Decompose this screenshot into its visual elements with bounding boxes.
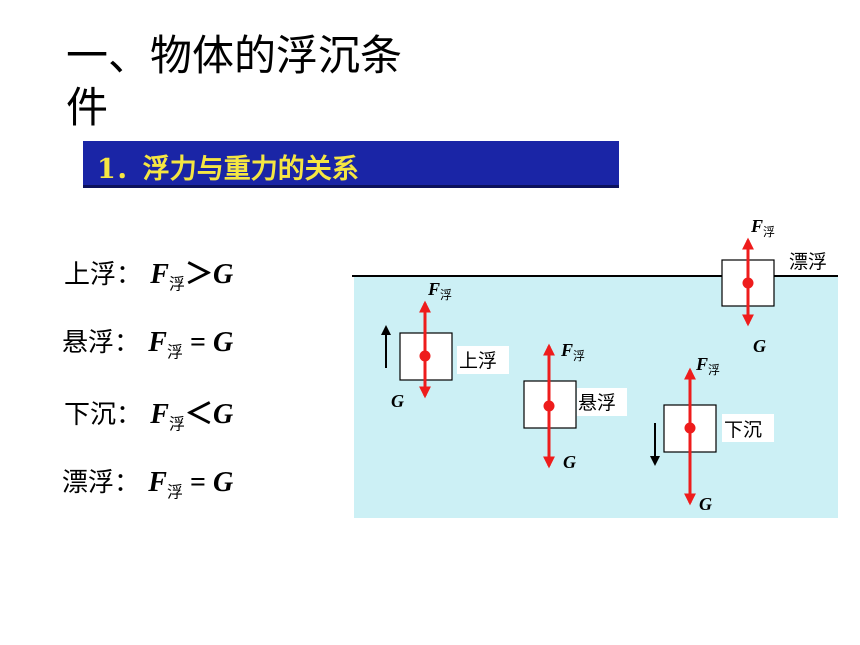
gravity-label: G bbox=[699, 494, 712, 514]
condition-relation: F浮＞G bbox=[150, 259, 234, 294]
center-dot bbox=[543, 400, 555, 412]
block-float: F浮 G 漂浮 bbox=[721, 216, 839, 356]
buoyancy-label: F浮 bbox=[560, 340, 585, 363]
condition-relation: F浮 = G bbox=[148, 327, 234, 362]
page-title: 一、物体的浮沉条件 bbox=[66, 31, 403, 132]
condition-label: 上浮： bbox=[64, 260, 143, 290]
condition-relation: F浮 = G bbox=[148, 467, 234, 502]
condition-float: 漂浮： F浮 = G bbox=[62, 462, 233, 503]
block-suspend: F浮 G 悬浮 bbox=[523, 340, 627, 472]
condition-rise: 上浮： F浮＞G bbox=[64, 252, 233, 295]
buoyancy-label: F浮 bbox=[695, 354, 720, 377]
condition-label: 下沉： bbox=[64, 400, 143, 430]
center-dot bbox=[742, 277, 754, 289]
condition-relation: F浮＜G bbox=[150, 399, 234, 434]
condition-label: 悬浮： bbox=[62, 328, 141, 358]
block-rise: F浮 G 上浮 bbox=[381, 279, 509, 411]
condition-suspend: 悬浮： F浮 = G bbox=[62, 322, 233, 363]
center-dot bbox=[419, 350, 431, 362]
block-sink: F浮 G 下沉 bbox=[650, 354, 774, 514]
section-banner: 1．浮力与重力的关系 bbox=[83, 141, 619, 188]
buoyancy-label: F浮 bbox=[750, 216, 775, 239]
condition-sink: 下沉： F浮＜G bbox=[64, 392, 233, 435]
gravity-label: G bbox=[753, 336, 766, 356]
section-heading: 1．浮力与重力的关系 bbox=[97, 154, 359, 185]
gravity-label: G bbox=[563, 452, 576, 472]
state-label-suspend: 悬浮 bbox=[578, 392, 616, 414]
gravity-label: G bbox=[391, 391, 404, 411]
center-dot bbox=[684, 422, 696, 434]
state-label-sink: 下沉 bbox=[724, 419, 762, 441]
condition-label: 漂浮： bbox=[62, 468, 141, 498]
buoyancy-label: F浮 bbox=[427, 279, 452, 302]
state-label-rise: 上浮 bbox=[459, 350, 497, 372]
state-label-float: 漂浮 bbox=[789, 251, 827, 273]
